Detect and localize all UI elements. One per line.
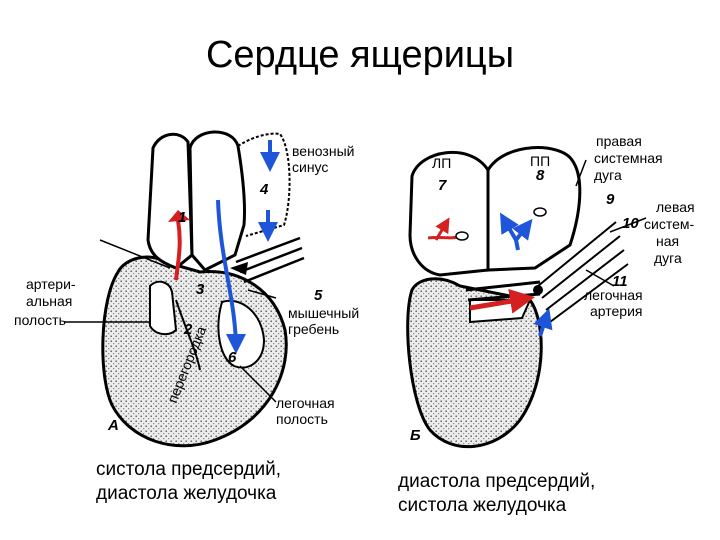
num-11: 11 [612,273,628,290]
num-1: 1 [178,209,186,226]
label-left-arch-1: левая [656,199,695,215]
label-lp: ЛП [432,155,451,171]
left-atrium-a [146,132,194,270]
label-left-arch-2: систем- [644,216,694,232]
caption-left: систола предсердий, диастола желудочка [96,458,281,506]
caption-left-line-1: систола предсердий, [96,459,282,480]
sinus-venosus [237,132,291,237]
blue-flow-left [216,199,246,354]
label-pulm-artery-2: артерия [590,303,643,319]
num-2: 2 [183,321,193,338]
label-arterial-1: артери- [26,276,76,292]
num-8: 8 [536,167,545,184]
num-5: 5 [314,287,323,304]
label-ridge-1: мышечный [288,305,359,321]
caption-right-line-1: диастола предсердий, [398,471,596,492]
label-pulm-cavity-1: легочная [276,395,335,411]
num-10: 10 [622,215,639,232]
right-ventricle [406,277,543,449]
label-ridge-2: гребень [288,321,339,337]
panel-letter-b: Б [410,427,421,444]
page-title: Сердце ящерицы [205,34,515,76]
caption-right-line-2: систола желудочка [398,495,567,516]
label-right-arch-3: дуга [594,167,622,183]
red-flow-left [174,219,182,281]
num-7: 7 [438,177,447,194]
num-9: 9 [606,191,615,208]
left-heart [64,130,305,448]
label-right-arch-2: системная [594,150,663,166]
label-venous-sinus-1: венозный [292,143,354,159]
arterial-cavity [149,280,178,336]
left-vessels [235,236,305,284]
atrium-pp [486,146,582,272]
label-arterial-3: полость [14,312,66,328]
red-flow-right [469,288,535,314]
caption-left-line-2: диастола желудочка [96,483,277,504]
num-3: 3 [196,281,205,298]
panel-letter-a: А [107,417,119,434]
right-vessels [537,221,629,323]
right-heart [406,146,647,449]
label-pulm-artery-1: легочная [584,287,643,303]
num-6: 6 [228,349,237,366]
label-right-arch-1: правая [596,133,642,149]
label-pulm-cavity-2: полость [276,411,328,427]
label-left-arch-3: ная [656,233,679,249]
label-pp: ПП [530,153,550,169]
num-4: 4 [259,181,269,198]
label-arterial-2: альная [26,293,72,309]
label-left-arch-4: дуга [654,250,682,266]
caption-right: диастола предсердий, систола желудочка [398,470,595,518]
label-venous-sinus-2: синус [292,159,328,175]
